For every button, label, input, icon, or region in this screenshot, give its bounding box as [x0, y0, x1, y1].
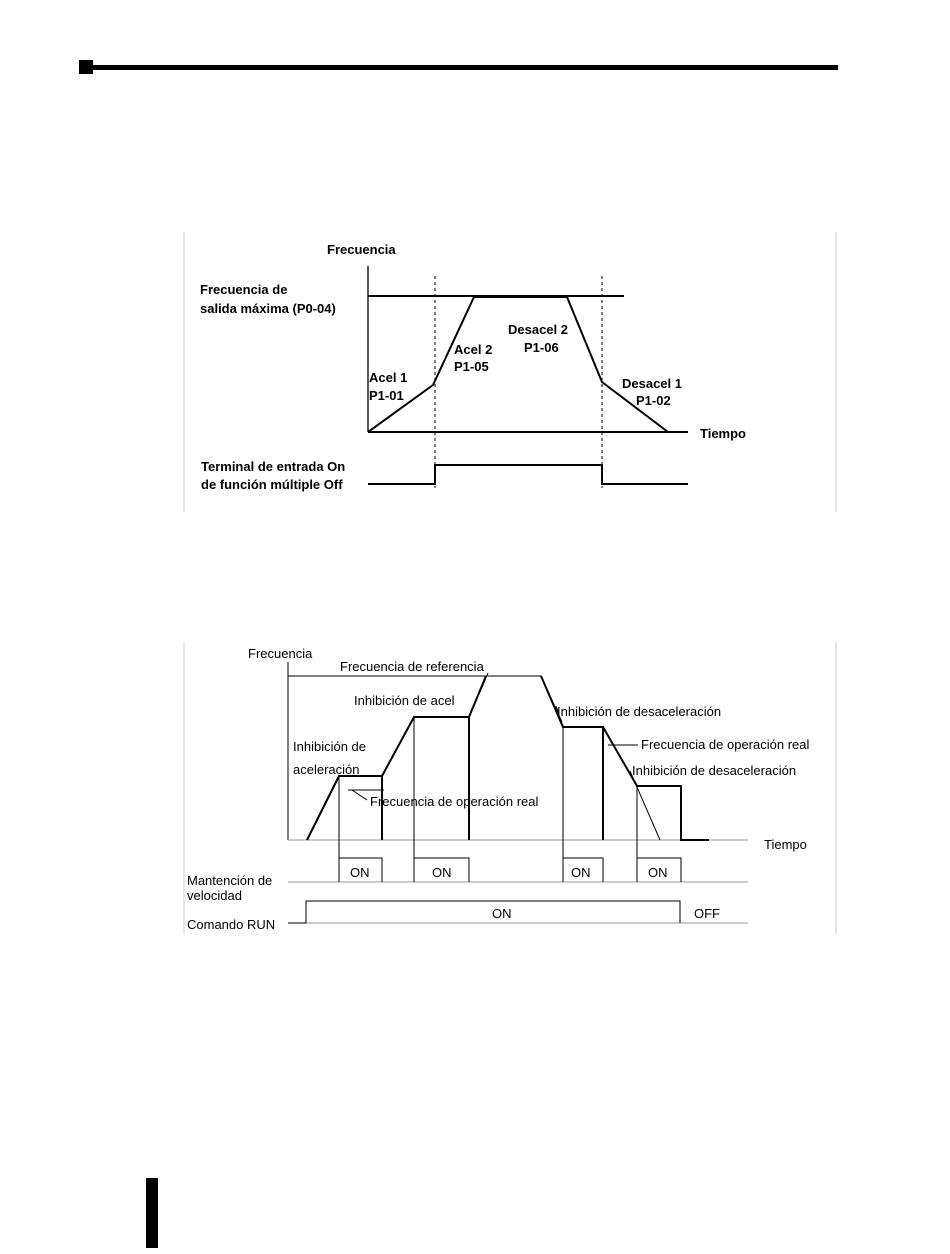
diagram-accel-decel-switch: Frecuencia Frecuencia de salida máxima (…	[183, 232, 837, 512]
diagram2-hold-pulse-4	[636, 857, 682, 882]
diagram2-hold-pulse-3	[562, 857, 604, 882]
diagram1-max-freq-label-1: Frecuencia de	[200, 282, 287, 297]
diagram2-hold-label-2: velocidad	[187, 888, 242, 903]
diagram1-accel1-label-2: P1-01	[369, 388, 404, 403]
diagram1-max-freq-label-2: salida máxima (P0-04)	[200, 301, 336, 316]
page-side-bar	[146, 1178, 158, 1248]
header-rule	[80, 65, 838, 70]
diagram2-inhib-accel-left-label-1: Inhibición de	[293, 739, 366, 754]
diagram2-hold-label-1: Mantención de	[187, 873, 272, 888]
diagram2-inhib-decel-right-label: Inhibición de desaceleración	[632, 763, 796, 778]
diagram2-real-frequency-seg4	[540, 675, 604, 840]
diagram2-real-frequency-seg1	[306, 775, 383, 841]
diagram1-decel2-label-1: Desacel 2	[508, 322, 568, 337]
diagram2-x-axis-label: Tiempo	[764, 837, 807, 852]
diagram1-decel1-label-1: Desacel 1	[622, 376, 682, 391]
diagram1-x-axis-label: Tiempo	[700, 426, 746, 441]
diagram1-decel1-label-2: P1-02	[636, 393, 671, 408]
diagram1-terminal-signal	[368, 464, 688, 485]
diagram2-real-frequency-seg3	[468, 675, 487, 718]
diagram2-real-frequency-seg2	[381, 716, 470, 840]
diagram2-inhib-accel-left-label-2: aceleración	[293, 762, 360, 777]
diagram1-accel2-label-1: Acel 2	[454, 342, 492, 357]
diagram2-inhib-decel-top-leader	[555, 705, 560, 715]
diagram1-decel2-label-2: P1-06	[524, 340, 559, 355]
diagram1-accel2-label-2: P1-05	[454, 359, 489, 374]
diagram2-run-on-label: ON	[492, 906, 512, 921]
diagram-speed-hold: Frecuencia Frecuencia de referencia Inhi…	[183, 642, 837, 934]
diagram2-hold-on-1: ON	[350, 865, 370, 880]
diagram2-real-freq-right-label: Frecuencia de operación real	[641, 737, 809, 752]
diagram1-terminal-label-1: Terminal de entrada On	[201, 459, 345, 474]
diagram1-accel1-label-1: Acel 1	[369, 370, 407, 385]
diagram2-reference-label: Frecuencia de referencia	[340, 659, 485, 674]
diagram2-real-freq-bottom-label: Frecuencia de operación real	[370, 794, 538, 809]
diagram2-real-bottom-leader	[351, 789, 368, 801]
diagram2-run-label: Comando RUN	[187, 917, 275, 932]
diagram1-terminal-label-2: de función múltiple Off	[201, 477, 343, 492]
diagram2-hold-pulse-2	[413, 857, 470, 882]
diagram2-hold-on-4: ON	[648, 865, 668, 880]
diagram2-run-signal	[288, 900, 681, 924]
diagram2-real-frequency-seg5	[602, 726, 709, 841]
diagram2-ref-leader	[479, 672, 489, 693]
diagram2-inhib-accel-label: Inhibición de acel	[354, 693, 455, 708]
diagram2-hold-on-3: ON	[571, 865, 591, 880]
diagram2-y-axis-label: Frecuencia	[248, 646, 313, 661]
diagram2-hold-pulse-1	[338, 857, 383, 882]
diagram2-inhib-decel-top-label: Inhibición de desaceleración	[557, 704, 721, 719]
diagram1-frequency-profile	[367, 296, 669, 433]
diagram2-run-off-label: OFF	[694, 906, 720, 921]
diagram1-y-axis-label: Frecuencia	[327, 242, 396, 257]
diagram2-hold-on-2: ON	[432, 865, 452, 880]
